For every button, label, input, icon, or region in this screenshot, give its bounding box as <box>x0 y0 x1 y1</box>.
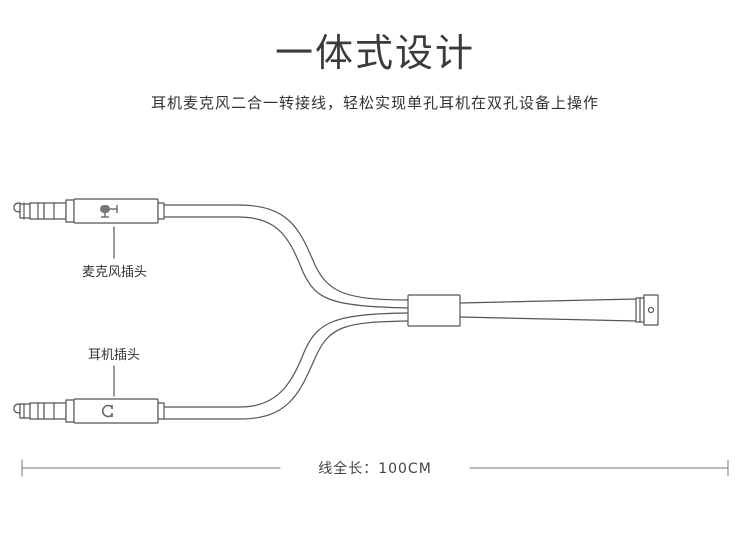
female-jack <box>635 294 659 326</box>
main-cable <box>459 298 637 322</box>
earphone-plug-label: 耳机插头 <box>88 348 141 363</box>
mic-plug-label: 麦克风插头 <box>82 265 148 280</box>
earphone-plug <box>13 398 165 424</box>
page-title: 一体式设计 <box>274 31 475 75</box>
upper-cable <box>163 204 409 309</box>
cable-length-text: 线全长：100CM <box>318 461 432 477</box>
length-dimension <box>21 459 729 477</box>
lower-cable <box>163 312 409 420</box>
splitter-block <box>407 294 461 327</box>
microphone-icon <box>100 205 118 218</box>
page-subtitle: 耳机麦克风二合一转接线，轻松实现单孔耳机在双孔设备上操作 <box>150 94 599 112</box>
mic-plug <box>13 198 165 224</box>
headphone-icon <box>101 404 113 418</box>
